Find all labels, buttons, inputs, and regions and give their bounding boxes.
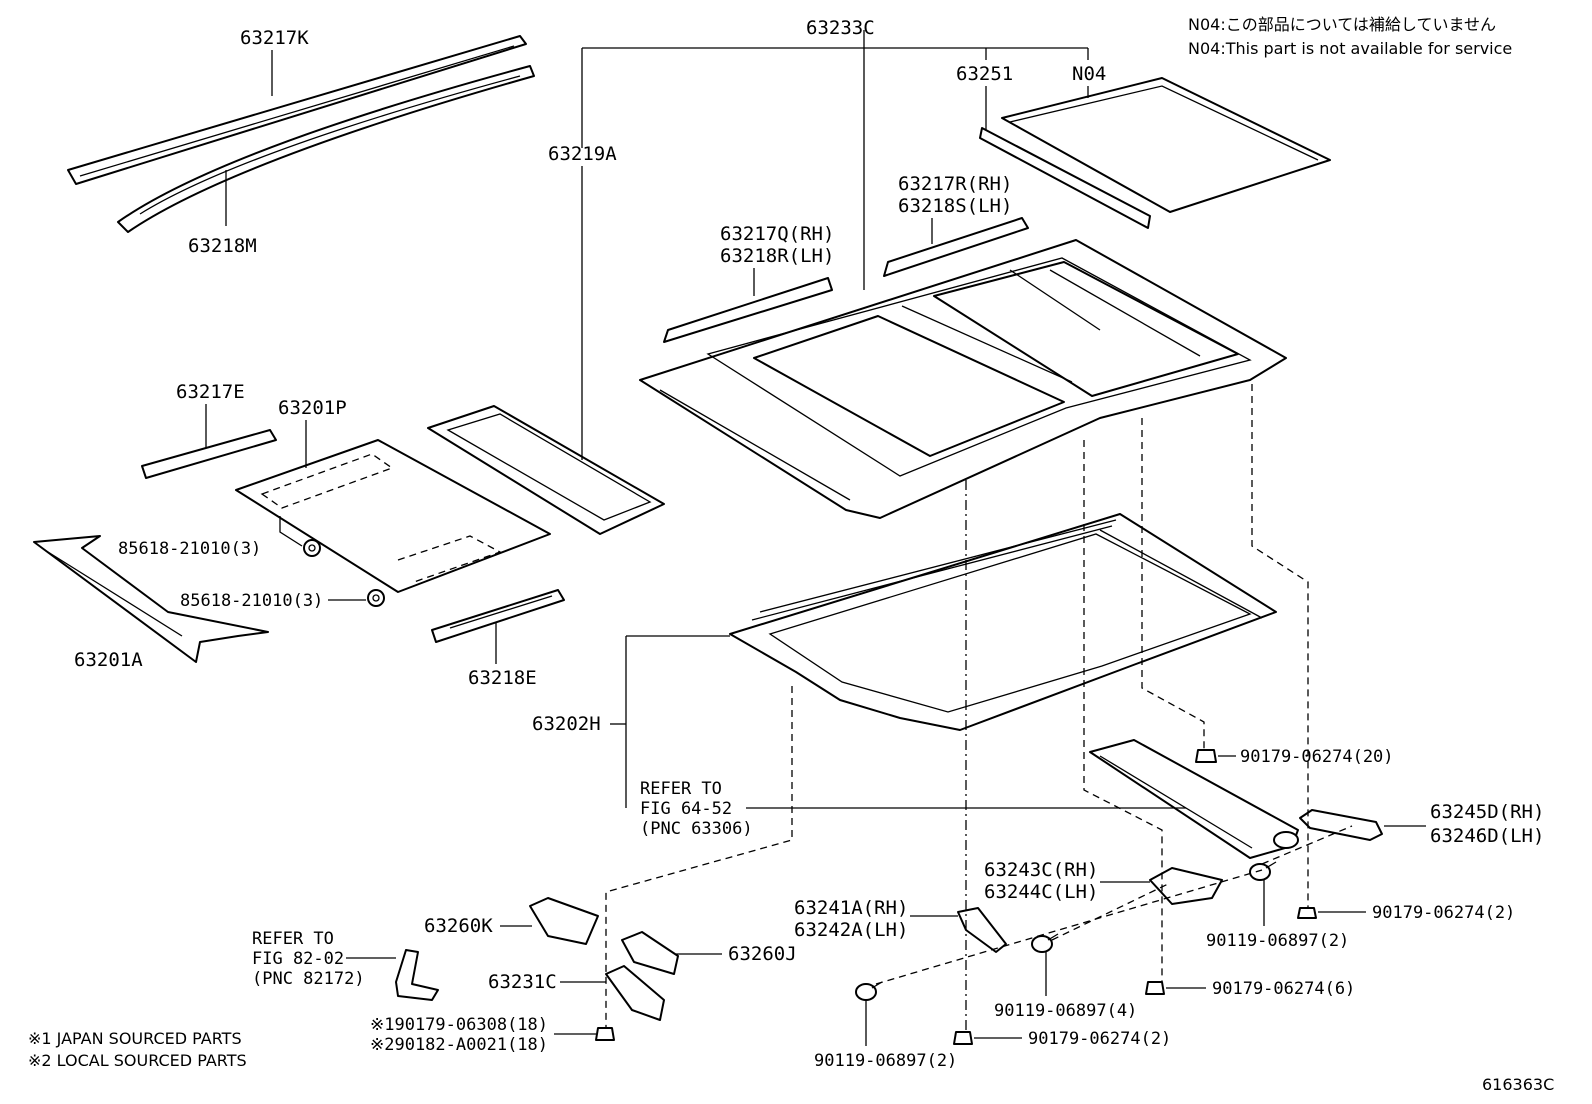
label-63231C[interactable]: 63231C xyxy=(488,971,557,993)
sunroof-glass-frame-63233C xyxy=(639,239,1287,519)
label-90119-06897-4[interactable]: 90119-06897(4) xyxy=(994,1001,1137,1021)
label-63201A[interactable]: 63201A xyxy=(74,649,143,671)
front-piece-63201A xyxy=(33,535,269,663)
label-63217Q-rh[interactable]: 63217Q(RH) xyxy=(720,223,834,245)
nut-90179-2a xyxy=(1297,907,1317,919)
label-63218R-lh[interactable]: 63218R(LH) xyxy=(720,245,834,267)
label-63202H[interactable]: 63202H xyxy=(532,713,601,735)
label-63245D-rh[interactable]: 63245D(RH) xyxy=(1430,801,1544,823)
label-63217R-rh[interactable]: 63217R(RH) xyxy=(898,173,1012,195)
nut-90179-6 xyxy=(1145,981,1165,995)
arm-63245D xyxy=(1299,809,1383,841)
label-90179-06274-20[interactable]: 90179-06274(20) xyxy=(1240,747,1394,767)
refer-fig-64-52-line1: REFER TO xyxy=(640,779,722,799)
label-63218E[interactable]: 63218E xyxy=(468,667,537,689)
label-63218S-lh[interactable]: 63218S(LH) xyxy=(898,195,1012,217)
motor-63260J xyxy=(621,931,679,975)
bracket-63231C xyxy=(605,965,665,1021)
nut-85618-a xyxy=(303,539,321,557)
refer-fig-82-02-line3: (PNC 82172) xyxy=(252,969,365,989)
label-63244C-lh[interactable]: 63244C(LH) xyxy=(984,881,1098,903)
label-90179-06308-18[interactable]: ※190179-06308(18) xyxy=(370,1015,548,1035)
label-63217K[interactable]: 63217K xyxy=(240,27,309,49)
label-90179-06274-6[interactable]: 90179-06274(6) xyxy=(1212,979,1355,999)
label-63217E[interactable]: 63217E xyxy=(176,381,245,403)
nut-90179-20 xyxy=(1195,749,1217,763)
label-63218M[interactable]: 63218M xyxy=(188,235,257,257)
label-63260K[interactable]: 63260K xyxy=(424,915,493,937)
label-N04[interactable]: N04 xyxy=(1072,63,1106,85)
seal-63251 xyxy=(979,127,1151,229)
motor-63260K xyxy=(529,897,599,945)
strip-63217E xyxy=(141,429,277,479)
rail-63218M xyxy=(117,65,535,233)
bolt-90119-4 xyxy=(1031,933,1059,953)
note-n04-japanese: N04:この部品については補給していません xyxy=(1188,15,1496,34)
dashed-connection-lines xyxy=(605,384,1353,1032)
figure-id: 616363C xyxy=(1482,1075,1554,1094)
clip-fig-82-02 xyxy=(395,949,439,1001)
strip-63217R xyxy=(883,217,1029,277)
label-63241A-rh[interactable]: 63241A(RH) xyxy=(794,897,908,919)
label-90179-06274-2a[interactable]: 90179-06274(2) xyxy=(1372,903,1515,923)
bolt-90119-2a xyxy=(1249,861,1277,881)
strip-63218E xyxy=(431,589,565,643)
label-63243C-rh[interactable]: 63243C(RH) xyxy=(984,859,1098,881)
label-63219A[interactable]: 63219A xyxy=(548,143,617,165)
label-90119-06897-2a[interactable]: 90119-06897(2) xyxy=(1206,931,1349,951)
label-63246D-lh[interactable]: 63246D(LH) xyxy=(1430,825,1544,847)
bracket-63243C xyxy=(1149,867,1223,905)
legend-local-sourced: ※2 LOCAL SOURCED PARTS xyxy=(28,1051,247,1070)
note-n04-english: N04:This part is not available for servi… xyxy=(1188,39,1512,58)
bracket-63241A xyxy=(957,907,1007,953)
label-90119-06897-2b[interactable]: 90119-06897(2) xyxy=(814,1051,957,1071)
panel-63201P xyxy=(235,439,551,593)
label-90182-A0021-18[interactable]: ※290182-A0021(18) xyxy=(370,1035,548,1055)
strip-63217Q xyxy=(663,277,833,343)
refer-fig-64-52-line3: (PNC 63306) xyxy=(640,819,753,839)
label-63260J[interactable]: 63260J xyxy=(728,943,797,965)
cross-member-63219A xyxy=(427,405,665,535)
nut-85618-b xyxy=(367,589,385,607)
label-85618-21010-b[interactable]: 85618-21010(3) xyxy=(180,591,323,611)
nut-90179-18 xyxy=(595,1027,615,1041)
label-63201P[interactable]: 63201P xyxy=(278,397,347,419)
label-90179-06274-2b[interactable]: 90179-06274(2) xyxy=(1028,1029,1171,1049)
label-85618-21010-a[interactable]: 85618-21010(3) xyxy=(118,539,261,559)
bolt-90119-2b xyxy=(855,981,883,1001)
housing-frame-63202H xyxy=(729,513,1277,731)
refer-fig-82-02-line2[interactable]: FIG 82-02 xyxy=(252,949,344,969)
legend-japan-sourced: ※1 JAPAN SOURCED PARTS xyxy=(28,1029,242,1048)
rail-63217K xyxy=(67,35,527,185)
refer-fig-64-52-line2[interactable]: FIG 64-52 xyxy=(640,799,732,819)
sunshade-roller xyxy=(1089,739,1299,859)
leader-lines xyxy=(205,30,1426,1046)
glass-panel-N04 xyxy=(1001,77,1331,213)
nut-90179-2b xyxy=(953,1031,973,1045)
label-63242A-lh[interactable]: 63242A(LH) xyxy=(794,919,908,941)
label-63233C[interactable]: 63233C xyxy=(806,17,875,39)
refer-fig-82-02-line1: REFER TO xyxy=(252,929,334,949)
label-63251[interactable]: 63251 xyxy=(956,63,1013,85)
